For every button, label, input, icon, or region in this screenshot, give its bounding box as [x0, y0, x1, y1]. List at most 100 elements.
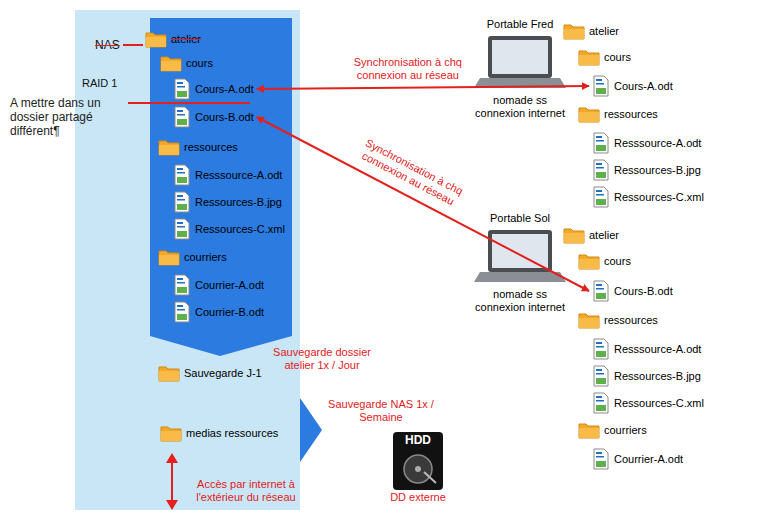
folder-item: cours	[578, 48, 631, 66]
item-name: Ressources-C.xml	[614, 191, 704, 204]
annotation-note: A mettre dans un dossier partagé différe…	[10, 96, 128, 138]
item-name: medias ressources	[186, 427, 278, 440]
folder-shape	[161, 57, 181, 71]
document-mark	[596, 369, 602, 371]
file-item: Ressources-B.jpg	[173, 191, 282, 213]
folder-item: cours	[160, 54, 213, 72]
document-shape	[175, 165, 189, 185]
device-name: NAS	[95, 38, 120, 52]
document-shape	[175, 79, 189, 99]
folder-icon	[145, 30, 167, 48]
document-mark	[596, 461, 606, 467]
item-name: courriers	[184, 251, 227, 264]
folder-icon	[160, 424, 182, 442]
nas-panel-ground	[75, 10, 300, 510]
file-icon	[592, 448, 610, 470]
document-mark	[596, 342, 602, 344]
backup-note: Sauvegarde NAS 1x / Semaine	[326, 398, 436, 424]
item-name: Resssource-A.odt	[614, 137, 701, 150]
folder-item: atelier	[145, 30, 201, 48]
folder-item: courriers	[158, 248, 227, 266]
document-mark	[596, 405, 606, 411]
sync-connector	[257, 86, 589, 89]
nas-panel: NAS RAID 1 atelier coursCours-A.odtCours-B.…	[75, 10, 300, 510]
item-name: atelier	[589, 229, 619, 242]
document-shape	[175, 107, 189, 127]
folder-front	[161, 431, 181, 441]
file-icon	[592, 365, 610, 387]
item-name: Courrier-B.odt	[195, 306, 264, 319]
folder-icon	[563, 22, 585, 40]
file-item: Resssource-A.odt	[592, 338, 701, 360]
folder-front	[146, 37, 166, 47]
folder-front	[159, 145, 179, 155]
folder-front	[579, 259, 599, 269]
document-shape	[594, 339, 608, 359]
document-mark	[177, 282, 185, 284]
hdd-spindle	[415, 466, 421, 472]
raid-level: RAID 1	[82, 76, 117, 90]
file-item: Cours-A.odt	[173, 78, 254, 100]
item-name: Courrier-A.odt	[195, 279, 264, 292]
file-icon	[592, 132, 610, 154]
folder-front	[161, 61, 181, 71]
folder-front	[579, 55, 599, 65]
document-mark	[177, 231, 187, 237]
laptop-note: nomade ss connexion internet	[475, 288, 565, 314]
document-shape	[175, 192, 189, 212]
access-arrow-shaft	[171, 460, 173, 503]
folder-item: atelier	[563, 226, 619, 244]
laptop-screen	[488, 36, 552, 78]
folder-icon	[158, 138, 180, 156]
file-item: Ressources-C.xml	[173, 218, 285, 240]
folder-front	[579, 112, 599, 122]
document-mark	[177, 305, 183, 307]
access-arrow-head	[166, 500, 178, 510]
file-item: Ressources-C.xml	[592, 186, 704, 208]
document-shape	[594, 187, 608, 207]
folder-front	[579, 318, 599, 328]
laptop-display	[492, 40, 548, 74]
folder-shape	[579, 255, 599, 269]
document-mark	[177, 309, 185, 311]
folder-front	[159, 255, 179, 265]
document-mark	[596, 190, 602, 192]
file-icon	[592, 159, 610, 181]
document-shape	[175, 302, 189, 322]
hdd-platter	[404, 455, 432, 483]
folder-shape	[579, 314, 599, 328]
folder-item: cours	[578, 252, 631, 270]
file-item: Resssource-A.odt	[173, 164, 282, 186]
document-mark	[596, 284, 602, 286]
item-name: Cours-B.odt	[195, 111, 254, 124]
document-shape	[594, 133, 608, 153]
document-shape	[594, 281, 608, 301]
folder-item: medias ressources	[160, 424, 278, 442]
item-name: atelier	[171, 33, 201, 46]
document-mark	[596, 199, 606, 205]
item-name: Ressources-C.xml	[614, 397, 704, 410]
item-name: ressources	[184, 141, 238, 154]
folder-icon	[578, 311, 600, 329]
laptop-display	[492, 234, 548, 268]
file-icon	[592, 338, 610, 360]
item-name: cours	[604, 51, 631, 64]
folder-front	[564, 29, 584, 39]
document-mark	[596, 136, 602, 138]
folder-shape	[159, 251, 179, 265]
drive-name: DD externe	[383, 491, 453, 504]
folder-item: ressources	[158, 138, 238, 156]
item-name: Ressources-B.jpg	[195, 196, 282, 209]
file-icon	[173, 274, 191, 296]
document-mark	[177, 168, 183, 170]
folder-item: ressources	[578, 105, 658, 123]
document-mark	[596, 79, 602, 81]
item-name: Ressources-B.jpg	[614, 164, 701, 177]
document-mark	[596, 83, 604, 85]
folder-icon	[578, 421, 600, 439]
folder-front	[564, 233, 584, 243]
item-name: Resssource-A.odt	[195, 169, 282, 182]
document-mark	[177, 91, 187, 97]
access-note: Accès par internet à l'extérieur du rése…	[180, 478, 312, 504]
laptop-base	[474, 272, 566, 282]
